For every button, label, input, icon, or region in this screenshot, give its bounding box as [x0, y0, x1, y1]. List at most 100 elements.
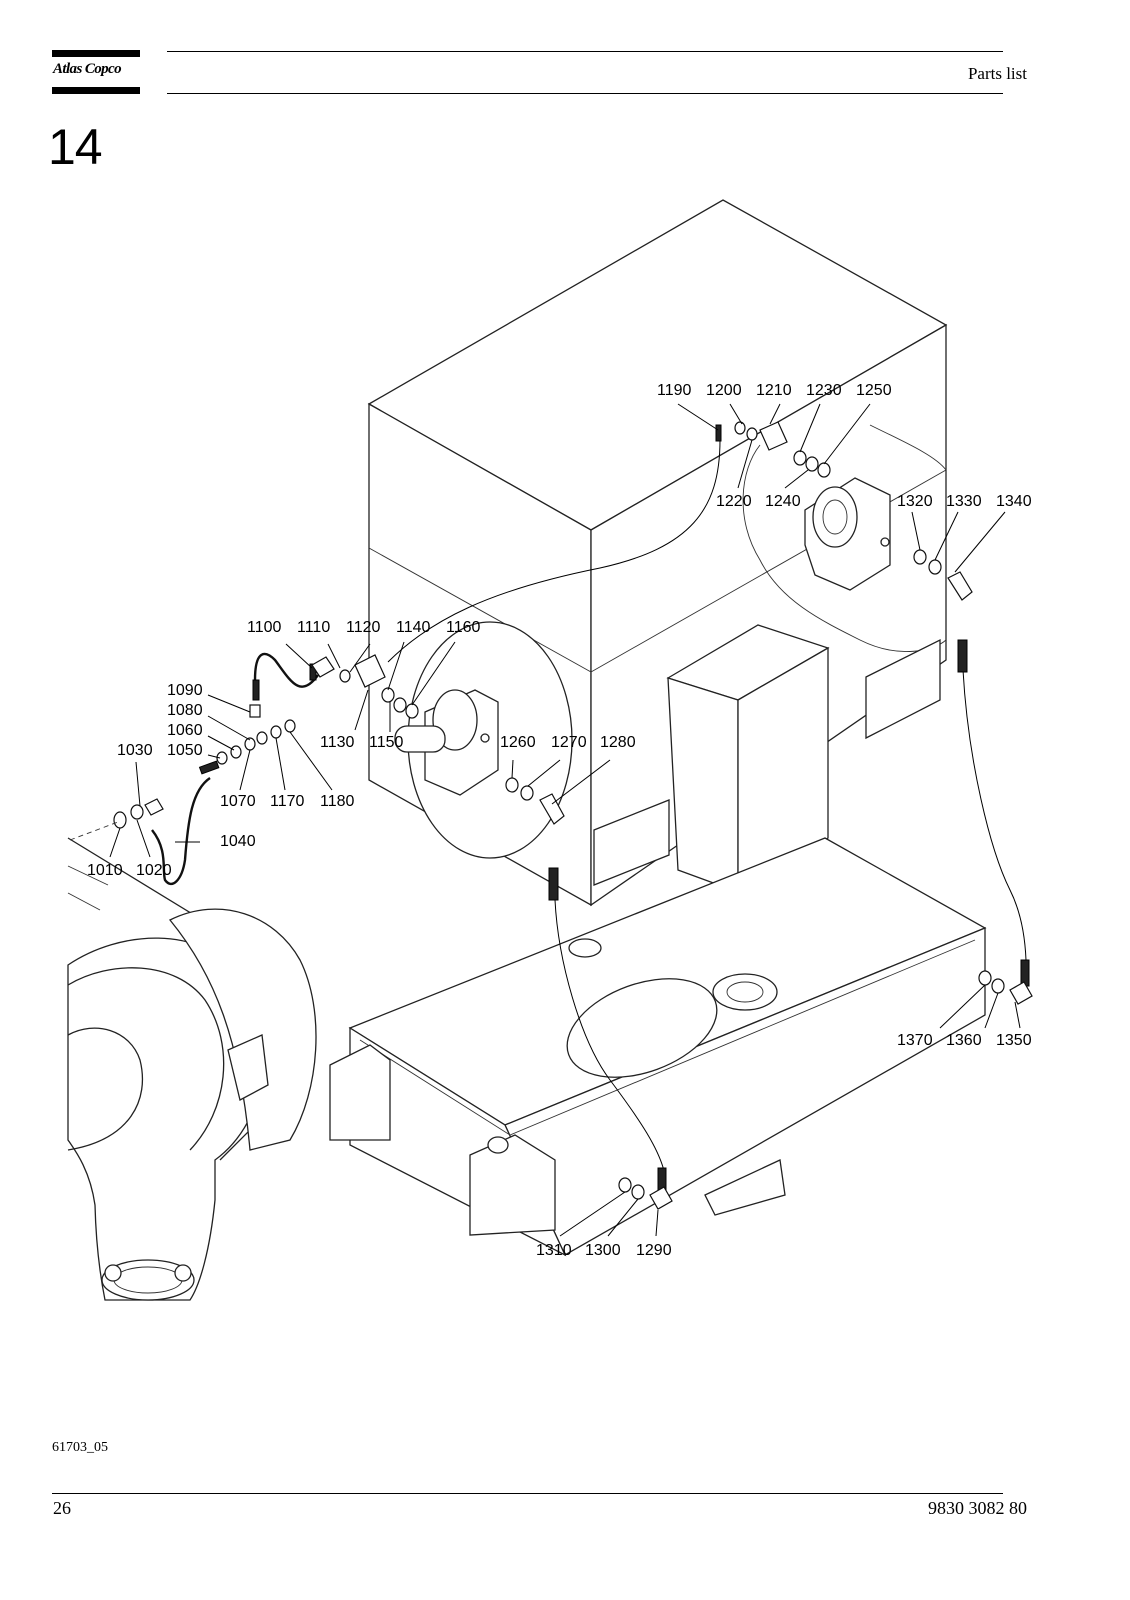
- fitting-1020: [130, 804, 144, 820]
- fitting-1230: [793, 450, 807, 466]
- compressor-element: [67, 837, 317, 1301]
- callout-1090: 1090: [167, 682, 203, 699]
- leader-lines: [109, 403, 1021, 1237]
- callout-1080: 1080: [167, 702, 203, 719]
- hose-ferrule-1040: [198, 760, 220, 775]
- callout-1360: 1360: [946, 1032, 982, 1049]
- fitting-1360: [991, 978, 1005, 994]
- cooler-outline: [742, 444, 947, 652]
- frame-flange-bore: [726, 981, 764, 1003]
- fitting-1220: [746, 427, 758, 441]
- fitting-1200: [734, 421, 746, 435]
- header-rule-bottom: [167, 93, 1003, 94]
- fitting-1340: [947, 571, 973, 601]
- hose-1350: [962, 669, 1027, 961]
- callout-labels: 1010 1020 1030 1040 1050 1060 1070 1080 …: [87, 382, 1032, 1259]
- callout-1140: 1140: [396, 619, 431, 636]
- side-vent-right: [865, 638, 941, 740]
- rear-bearing: [804, 477, 891, 591]
- logo-bar-top: [52, 50, 140, 57]
- fitting-1240: [805, 456, 819, 472]
- footer-rule: [52, 1493, 1003, 1494]
- hose-ferrule-1100a: [252, 679, 260, 701]
- logo-text: Atlas Copco: [53, 61, 122, 77]
- outlet-bolt-right: [174, 1264, 192, 1282]
- fitting-1150: [381, 687, 395, 703]
- fitting-1350: [1009, 981, 1033, 1005]
- frame-plug: [568, 938, 602, 958]
- fitting-1120: [339, 669, 351, 683]
- frame-flange: [712, 973, 778, 1011]
- callout-1120: 1120: [346, 619, 381, 636]
- callout-1010: 1010: [87, 862, 123, 879]
- callout-1050: 1050: [167, 742, 203, 759]
- cooler-outline-top: [869, 424, 947, 471]
- callout-1220: 1220: [716, 493, 752, 510]
- fitting-1330: [928, 559, 942, 575]
- callout-1350: 1350: [996, 1032, 1032, 1049]
- fitting-1280: [539, 793, 565, 825]
- logo-bar-bottom: [52, 87, 140, 94]
- hose-ferrule-1280: [548, 867, 559, 901]
- callout-1240: 1240: [765, 493, 801, 510]
- terminal-box-side: [737, 646, 829, 894]
- gear-casing: [168, 908, 317, 1151]
- fitting-1160: [405, 703, 419, 719]
- fittings: [69, 421, 1033, 1210]
- lug-eye: [487, 1136, 509, 1154]
- callout-1230: 1230: [806, 382, 842, 399]
- fitting-1290: [649, 1186, 673, 1210]
- fitting-1110: [311, 656, 335, 678]
- fitting-1170: [270, 725, 282, 739]
- frame-inner-edge: [359, 939, 976, 1136]
- hose-1190: [387, 439, 721, 663]
- callout-1290: 1290: [636, 1242, 672, 1259]
- callout-1260: 1260: [500, 734, 536, 751]
- fitting-1010: [113, 811, 127, 829]
- document-number: 9830 3082 80: [928, 1498, 1027, 1518]
- header-rule-top: [167, 51, 1003, 52]
- fitting-1050: [216, 751, 228, 765]
- callout-1070: 1070: [220, 793, 256, 810]
- callout-1190: 1190: [657, 382, 692, 399]
- fitting-1090: [249, 704, 261, 718]
- callout-1370: 1370: [897, 1032, 933, 1049]
- callout-1180: 1180: [320, 793, 355, 810]
- fitting-1080: [256, 731, 268, 745]
- lifting-lug-front: [469, 1134, 556, 1236]
- callout-1150: 1150: [369, 734, 404, 751]
- section-title: Parts list: [967, 64, 1027, 83]
- callout-1280: 1280: [600, 734, 636, 751]
- callout-1040: 1040: [220, 833, 256, 850]
- hose-1290: [554, 899, 666, 1176]
- callout-1060: 1060: [167, 722, 203, 739]
- fitting-1130: [354, 654, 386, 688]
- callout-1020: 1020: [136, 862, 172, 879]
- callout-1100: 1100: [247, 619, 282, 636]
- element-scroll: [67, 967, 225, 1151]
- drawing-edge-2: [67, 892, 101, 911]
- chapter-number: 14: [48, 119, 103, 175]
- motor-shaft: [394, 725, 446, 753]
- page-number: 26: [53, 1498, 71, 1518]
- hose-ferrule-1350: [1020, 959, 1030, 987]
- centerline-1010: [69, 821, 119, 841]
- fitting-1140: [393, 697, 407, 713]
- fitting-1370: [978, 970, 992, 986]
- hose-1100: [253, 652, 319, 688]
- frame-bracket: [704, 1159, 786, 1216]
- callout-1030: 1030: [117, 742, 153, 759]
- fitting-1030: [144, 798, 164, 816]
- gear-casing-block: [227, 1034, 269, 1101]
- port-right: [880, 537, 890, 547]
- callout-1160: 1160: [446, 619, 481, 636]
- lifting-lug-left: [329, 1044, 391, 1141]
- element-inlet: [67, 1027, 144, 1151]
- port-left: [480, 733, 490, 743]
- callout-1130: 1130: [320, 734, 355, 751]
- hose-1040: [151, 777, 211, 886]
- frame-opening: [566, 978, 718, 1078]
- callout-1210: 1210: [756, 382, 792, 399]
- drawing-edge-1: [67, 865, 109, 886]
- outlet-bolt-left: [104, 1264, 122, 1282]
